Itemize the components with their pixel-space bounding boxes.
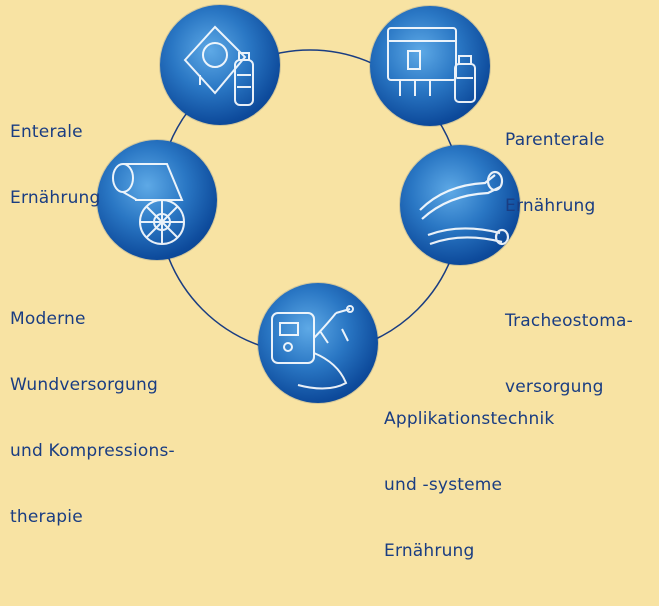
label-tracheostoma: Tracheostoma- versorgung [505, 311, 633, 397]
feeding-bag-bottle-icon [183, 25, 254, 106]
bandage-roll-dressing-icon [112, 163, 185, 245]
diagram-canvas: Enterale Ernährung Parenterale Ernährung… [10, 5, 633, 561]
label-wund: Moderne Wundversorgung und Kompressions-… [10, 309, 175, 527]
node-tracheostoma [400, 145, 520, 265]
node-parenterale [370, 6, 490, 126]
label-enterale: Enterale Ernährung [10, 122, 101, 208]
feeding-pump-icon [271, 305, 354, 390]
node-enterale [160, 5, 280, 125]
tracheostomy-tube-icon [419, 170, 510, 246]
node-applikation [258, 283, 378, 403]
infusion-bag-vial-icon [387, 27, 476, 103]
label-applikation: Applikationstechnik und -systeme Ernähru… [384, 409, 555, 561]
node-wund [97, 140, 217, 260]
label-parenterale: Parenterale Ernährung [505, 130, 605, 216]
